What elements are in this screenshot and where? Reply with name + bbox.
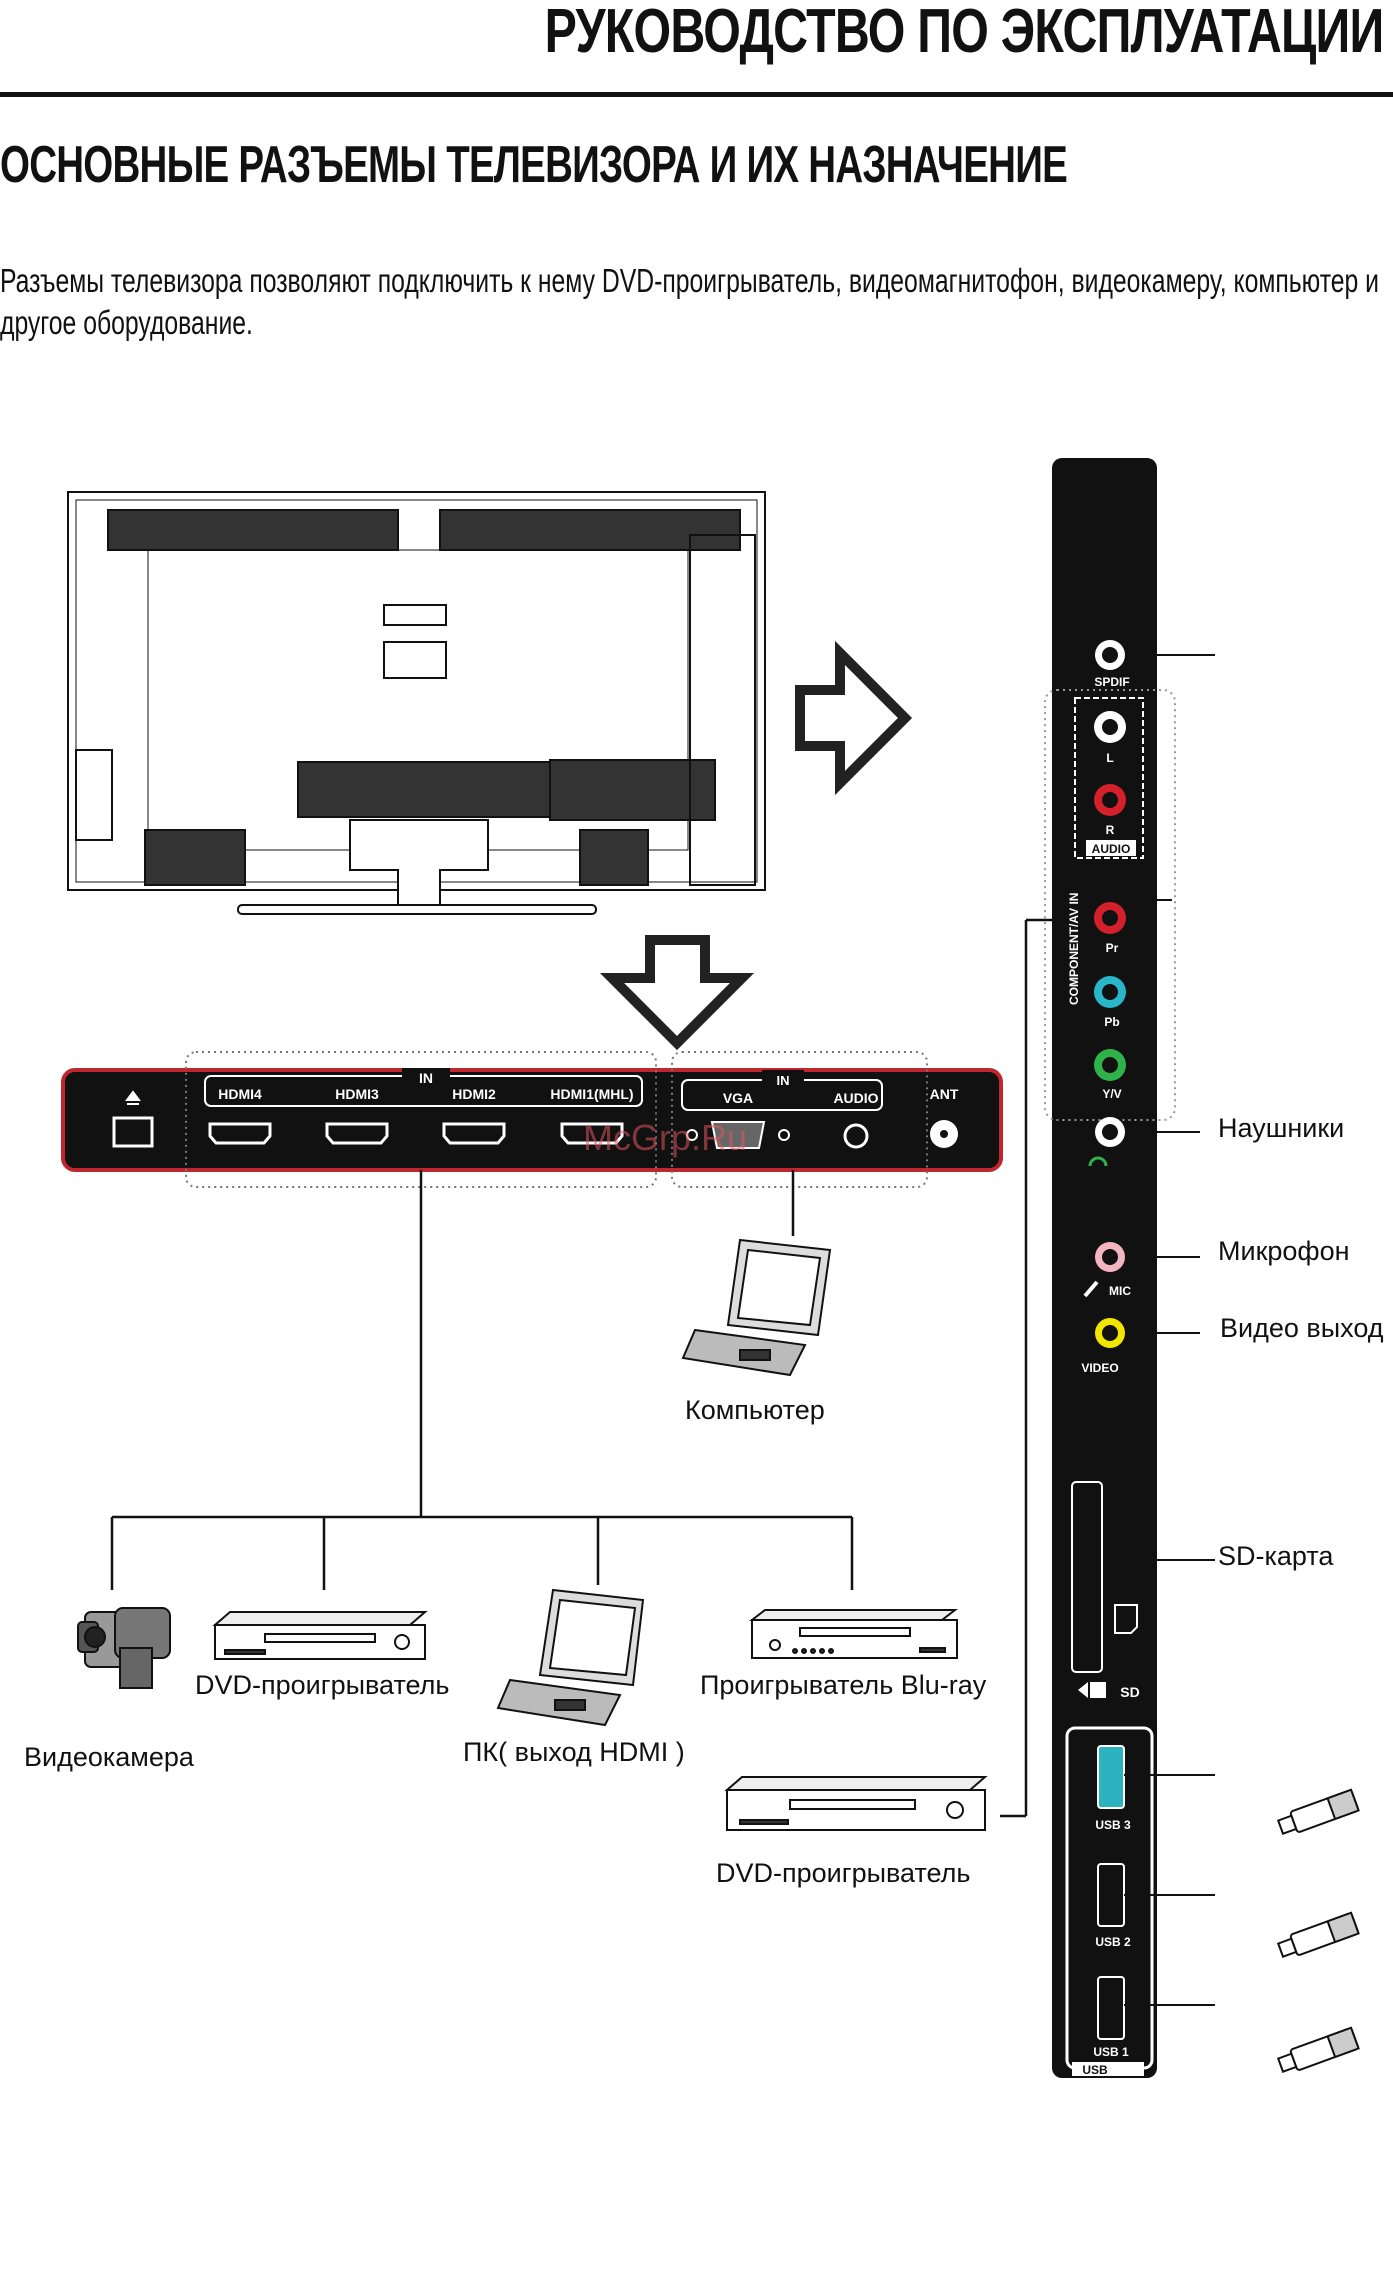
vga-label: VGA	[723, 1090, 753, 1106]
microphone-label: Микрофон	[1218, 1236, 1350, 1266]
hdmi1-port-icon	[560, 1122, 624, 1145]
watermark: McGrp.Ru	[583, 1117, 747, 1158]
arrow-down-icon	[599, 935, 755, 1051]
sd-card-label: SD-карта	[1218, 1541, 1334, 1571]
ant-label: ANT	[930, 1086, 959, 1102]
video-out-label: Видео выход	[1220, 1313, 1384, 1343]
microphone-icon	[1083, 1280, 1099, 1298]
header-title: РУКОВОДСТВО ПО ЭКСПЛУАТАЦИИ	[544, 0, 1384, 66]
back-connector-panel: IN HDMI4 HDMI3 HDMI2 HDMI1(MHL) IN VGA A…	[61, 1051, 1003, 1188]
usb-label: USB	[1082, 2063, 1108, 2077]
pc-laptop-icon	[496, 1588, 645, 1727]
arrow-right-icon	[795, 640, 913, 796]
headphones-icon	[1088, 1156, 1108, 1167]
usb-flash-drive-icon-3	[1276, 2026, 1360, 2073]
computer-label: Компьютер	[685, 1395, 825, 1425]
audio-jack-icon	[843, 1123, 869, 1149]
hdmi4-port-icon	[208, 1122, 272, 1145]
component-label: COMPONENT/AV IN	[1067, 893, 1081, 1005]
hdmi3-label: HDMI3	[335, 1086, 379, 1102]
usb-flash-drive-icon-1	[1276, 1788, 1360, 1835]
hdmi-in-label: IN	[419, 1070, 433, 1086]
dvd-player-icon	[212, 1611, 428, 1660]
audio-l-label: L	[1106, 751, 1113, 765]
hdmi2-label: HDMI2	[452, 1086, 496, 1102]
hdmi4-label: HDMI4	[218, 1086, 262, 1102]
sd-arrow-icon	[1078, 1682, 1106, 1698]
usb2-label: USB 2	[1095, 1935, 1131, 1949]
pb-label: Pb	[1104, 1015, 1119, 1029]
vga-port-icon	[710, 1121, 766, 1149]
bluray-label: Проигрыватель Blu-ray	[700, 1670, 987, 1700]
side-audio-label: AUDIO	[1092, 842, 1131, 856]
mic-label: MIC	[1109, 1284, 1131, 1298]
usb3-label: USB 3	[1095, 1818, 1131, 1832]
usb1-label: USB 1	[1093, 2045, 1129, 2059]
dvd-player-label: DVD-проигрыватель	[195, 1670, 450, 1700]
hdmi2-port-icon	[442, 1122, 506, 1145]
bluray-player-icon	[749, 1609, 958, 1659]
vga-in-label: IN	[777, 1073, 790, 1088]
intro-paragraph: Разъемы телевизора позволяют подключить …	[0, 262, 1379, 341]
usb3-port-icon	[1097, 1745, 1125, 1809]
sd-label: SD	[1120, 1684, 1139, 1700]
camcorder-label: Видеокамера	[24, 1742, 194, 1772]
hdmi1-label: HDMI1(MHL)	[550, 1086, 633, 1102]
camcorder-icon	[77, 1607, 171, 1689]
side-connector-panel: SPDIF L R AUDIO COMPONENT/AV IN Pr Pb Y/…	[1044, 458, 1176, 2078]
sd-slot	[1071, 1481, 1103, 1673]
headphones-label: Наушники	[1218, 1113, 1345, 1143]
section-title: ОСНОВНЫЕ РАЗЪЕМЫ ТЕЛЕВИЗОРА И ИХ НАЗНАЧЕ…	[0, 136, 1068, 194]
dvd-player-av-icon	[724, 1776, 988, 1831]
spdif-label: SPDIF	[1094, 675, 1129, 689]
pc-hdmi-label: ПК( выход HDMI )	[463, 1737, 685, 1767]
video-label: VIDEO	[1081, 1361, 1118, 1375]
usb1-port-icon	[1097, 1976, 1125, 2040]
dvd-player-av-label: DVD-проигрыватель	[716, 1858, 971, 1888]
yv-label: Y/V	[1102, 1087, 1121, 1101]
audio-r-label: R	[1106, 823, 1115, 837]
usb-flash-drive-icon-2	[1276, 1911, 1360, 1958]
audio-label: AUDIO	[833, 1090, 878, 1106]
tv-back-illustration	[67, 491, 766, 915]
header-divider	[0, 92, 1393, 97]
computer-icon	[681, 1238, 832, 1377]
hdmi3-port-icon	[325, 1122, 389, 1145]
pr-label: Pr	[1106, 941, 1119, 955]
